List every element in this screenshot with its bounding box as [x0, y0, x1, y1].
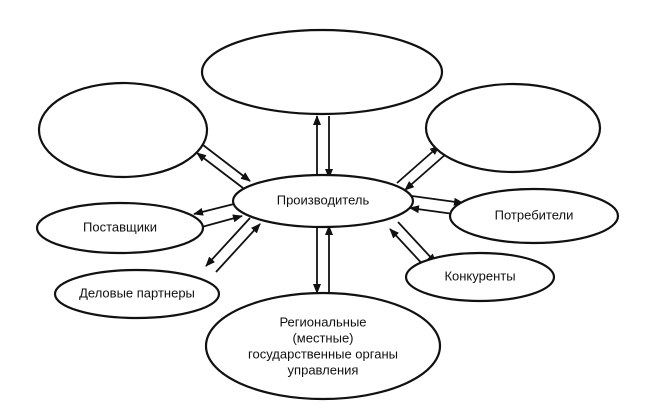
- partners-label: Деловые партнеры: [79, 285, 195, 300]
- arrow-from-top-left: [202, 144, 251, 182]
- arrows: [193, 115, 464, 294]
- suppliers-label: Поставщики: [83, 219, 157, 234]
- arrow-to-partners: [205, 217, 251, 267]
- consumers-label: Потребители: [495, 207, 574, 222]
- node-center: Производитель: [231, 173, 415, 229]
- node-consumers: Потребители: [448, 187, 620, 245]
- node-competitors: Конкуренты: [404, 251, 556, 303]
- node-top-right: [424, 82, 602, 174]
- node-top-left: [37, 81, 209, 179]
- arrow-to-suppliers: [193, 202, 239, 216]
- node-suppliers: Поставщики: [35, 201, 205, 255]
- arrow-to-consumers: [411, 195, 464, 206]
- government-label-line-1: Региональные: [279, 314, 366, 329]
- arrow-from-partners: [215, 223, 261, 273]
- government-label-line-2: (местные): [292, 330, 353, 345]
- node-government: Региональные (местные) государственные о…: [204, 291, 442, 401]
- arrow-from-suppliers: [197, 214, 243, 229]
- government-label-line-3: государственные органы: [248, 346, 398, 361]
- arrow-from-top-right: [404, 153, 447, 191]
- arrow-to-competitors: [397, 221, 437, 264]
- competitors-label: Конкуренты: [444, 268, 515, 283]
- node-partners: Деловые партнеры: [53, 268, 221, 320]
- arrow-to-top-left: [196, 152, 244, 189]
- node-top: [200, 28, 444, 116]
- arrow-to-top-right: [396, 145, 440, 184]
- government-label-line-4: управления: [288, 362, 359, 377]
- center-label: Производитель: [277, 192, 370, 207]
